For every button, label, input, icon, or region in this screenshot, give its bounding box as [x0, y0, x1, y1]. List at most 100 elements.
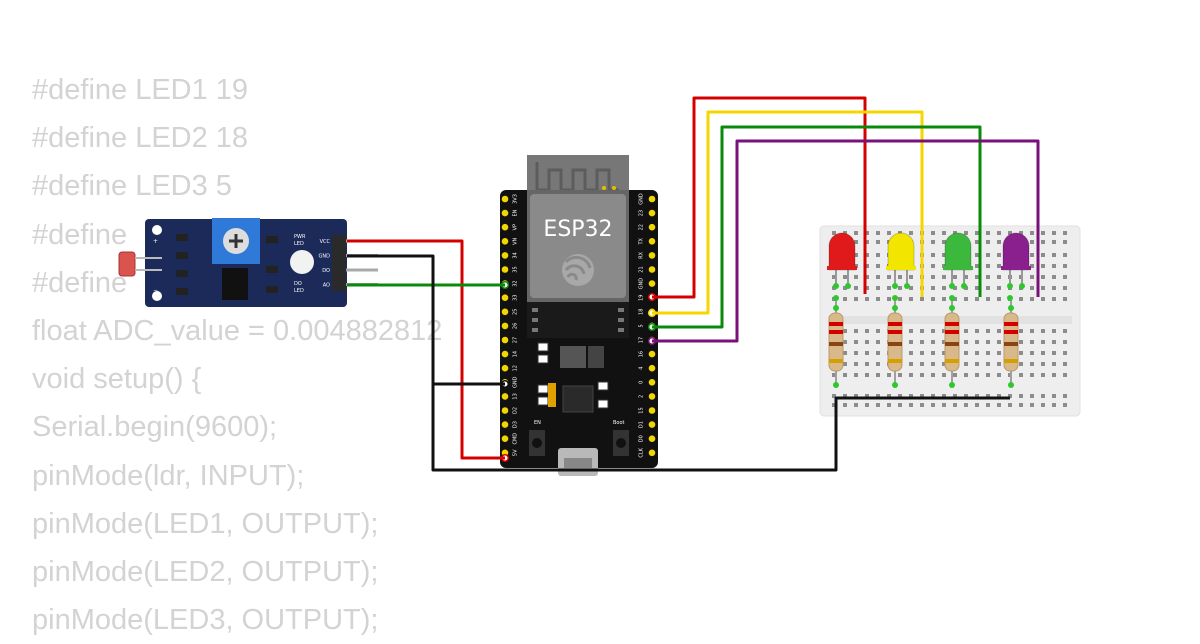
breadboard-hole [986, 286, 990, 290]
wire-gnd-black[interactable] [347, 254, 505, 386]
breadboard-hole [876, 275, 880, 279]
breadboard-hole [1063, 340, 1067, 344]
gpio-pin[interactable] [501, 308, 509, 316]
breadboard-hole [931, 253, 935, 257]
code-line: Serial.begin(9600); [32, 411, 278, 444]
pad [618, 328, 624, 332]
smd-component [176, 270, 188, 277]
breadboard-hole [975, 231, 979, 235]
gpio-pin[interactable] [648, 407, 656, 414]
gpio-pin[interactable] [648, 266, 656, 273]
breadboard-hole [1063, 329, 1067, 333]
gpio-pin[interactable] [501, 435, 509, 443]
smd-component [597, 399, 609, 409]
breadboard-hole [832, 275, 836, 279]
resistor[interactable] [1003, 300, 1019, 388]
gpio-pin[interactable] [648, 195, 656, 203]
code-line: #define LED1 19 [32, 74, 249, 106]
led-purple[interactable] [1001, 232, 1031, 301]
gpio-pin[interactable] [648, 435, 656, 443]
smd-component [266, 236, 278, 243]
en-button-cap [532, 438, 542, 448]
breadboard-hole [1019, 373, 1023, 377]
esp32-board[interactable]: ESP32 EN Boot 3V3ENVPVN34353233252627141… [500, 155, 658, 476]
smd-component [537, 384, 549, 394]
gpio-pin[interactable] [648, 209, 656, 217]
gpio-pin[interactable] [501, 223, 509, 231]
breadboard-hole [997, 403, 1001, 407]
code-line: #define [32, 218, 128, 251]
antenna-trace [535, 162, 619, 192]
breadboard-hole [876, 231, 880, 235]
gpio-pin[interactable] [501, 336, 509, 344]
resistor[interactable] [887, 300, 903, 388]
breadboard-hole [931, 329, 935, 333]
gpio-pin[interactable] [501, 294, 509, 302]
gpio-pin[interactable] [501, 322, 509, 330]
led-red[interactable] [827, 232, 857, 301]
breadboard-hole [931, 362, 935, 366]
breadboard-hole [1019, 351, 1023, 355]
wire-ground-rail-black[interactable] [431, 384, 1010, 472]
gpio-pin[interactable] [501, 195, 509, 203]
breadboard-hole [876, 253, 880, 257]
gpio-pin[interactable] [648, 280, 656, 287]
gpio-pin[interactable] [501, 393, 509, 400]
breadboard-hole [876, 373, 880, 377]
wire-vcc-red[interactable] [347, 239, 505, 460]
breadboard-hole [1052, 394, 1056, 398]
breadboard-hole [1008, 231, 1012, 235]
gpio-pin[interactable] [501, 266, 509, 273]
gpio-pin[interactable] [648, 379, 656, 386]
gpio-pin[interactable] [501, 421, 509, 428]
led-green[interactable] [943, 232, 973, 301]
pin-label: CMD [513, 433, 519, 445]
breadboard-hole [1008, 394, 1012, 398]
gpio-pin[interactable] [648, 350, 656, 358]
wire-led4-purple[interactable] [652, 139, 1040, 343]
gpio-pin[interactable] [648, 449, 656, 457]
led-yellow[interactable] [886, 232, 916, 301]
wire-led3-green[interactable] [652, 125, 982, 329]
gpio-pin[interactable] [648, 238, 656, 245]
breadboard-hole [975, 329, 979, 333]
resistor[interactable] [944, 300, 960, 388]
gpio-pin[interactable] [501, 364, 509, 372]
gpio-pin[interactable] [648, 393, 656, 400]
pin-label: 26 [513, 323, 519, 329]
wire-led2-yellow[interactable] [652, 110, 924, 315]
color-band [945, 359, 959, 363]
gpio-pin[interactable] [648, 364, 656, 372]
breadboard-hole [1030, 264, 1034, 268]
gpio-pin[interactable] [648, 252, 656, 259]
breadboard-hole [942, 329, 946, 333]
wire-led1-red[interactable] [652, 96, 867, 299]
breadboard-hole [953, 373, 957, 377]
breadboard-hole [843, 340, 847, 344]
gpio-pin[interactable] [501, 209, 509, 217]
breadboard-hole [898, 275, 902, 279]
gpio-pin[interactable] [501, 350, 509, 358]
pin-label: 0 [639, 381, 645, 384]
gpio-pin[interactable] [501, 252, 509, 259]
breadboard-hole [953, 275, 957, 279]
gpio-pin[interactable] [648, 421, 656, 428]
gpio-pin[interactable] [501, 238, 509, 245]
breadboard-hole [854, 351, 858, 355]
breadboard-hole [854, 373, 858, 377]
breadboard-hole [843, 373, 847, 377]
pin-label: 35 [513, 266, 519, 272]
pad [618, 308, 624, 312]
breadboard-hole [898, 394, 902, 398]
breadboard-hole [1041, 286, 1045, 290]
breadboard-hole [865, 351, 869, 355]
pwr-led-label: PWR [294, 234, 306, 240]
gpio-pin[interactable] [501, 407, 509, 414]
resistor[interactable] [828, 300, 844, 388]
pin-label: VCC [320, 239, 331, 245]
gpio-pin[interactable] [648, 223, 656, 231]
breadboard-hole [1041, 373, 1045, 377]
smd-component [537, 342, 549, 352]
mounting-hole [152, 225, 162, 235]
